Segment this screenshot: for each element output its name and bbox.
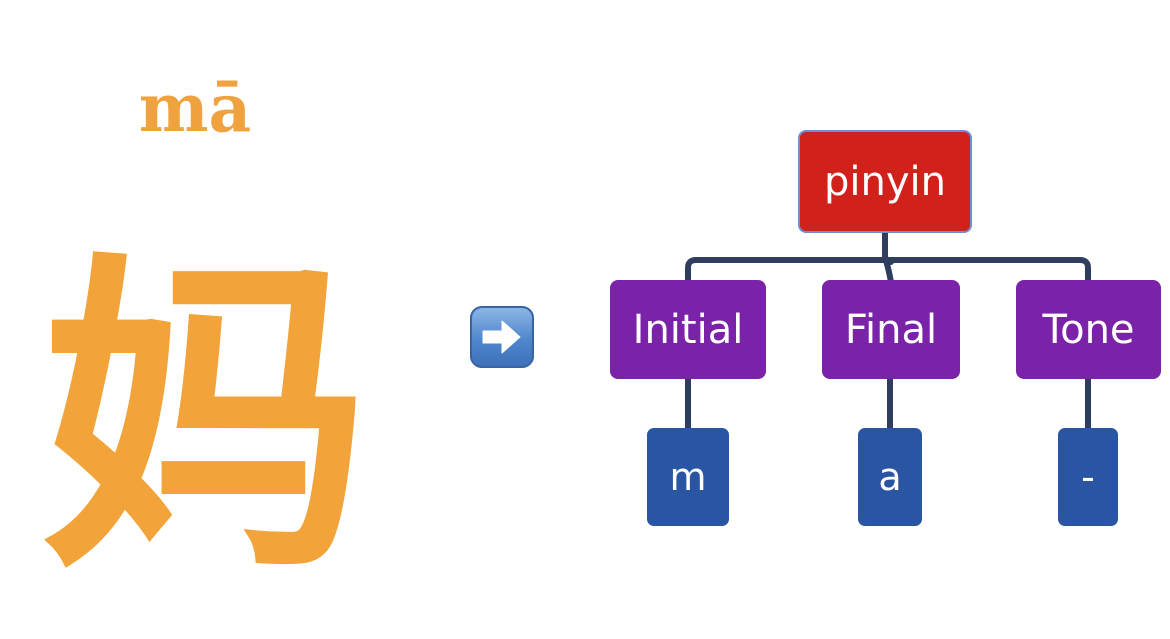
tree-leaf-label: a [878,455,902,499]
tree-leaf-tone-value: - [1058,428,1118,526]
tree-node-label: Tone [1042,306,1135,353]
tree-node-label: Initial [632,306,744,353]
tree-node-label: Final [844,306,938,353]
tree-node-initial: Initial [610,280,766,379]
chinese-character: 妈 [40,228,370,612]
tree-leaf-initial-value: m [647,428,729,526]
pinyin-annotation: mā [138,69,252,147]
tree-leaf-final-value: a [858,428,922,526]
tree-root-label: pinyin [824,158,946,205]
right-arrow-icon [470,306,534,368]
tree-leaf-label: m [669,455,707,499]
tree-node-final: Final [822,280,960,379]
tree-leaf-label: - [1081,455,1095,499]
tree-root-node: pinyin [798,130,972,233]
tree-node-tone: Tone [1016,280,1161,379]
